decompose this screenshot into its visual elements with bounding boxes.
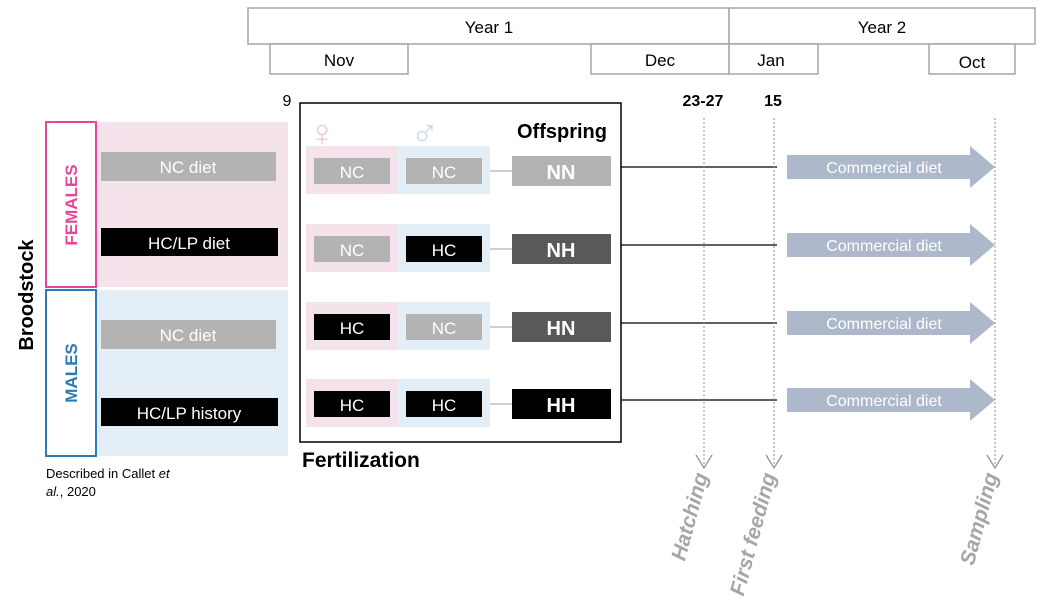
female-hc-diet-box: [101, 228, 278, 256]
female-parent-label: NC: [340, 163, 365, 182]
females-label: FEMALES: [62, 164, 81, 245]
commercial-diet-label: Commercial diet: [826, 238, 942, 255]
females-background: [96, 122, 288, 287]
female-parent-chip: [314, 314, 390, 340]
female-parent-chip: [314, 158, 390, 184]
male-parent-chip: [406, 158, 482, 184]
offspring-chip: [512, 234, 611, 264]
female-nc-diet-box: [101, 152, 276, 181]
growth-lines: [621, 166, 777, 401]
commercial-diet-label: Commercial diet: [826, 316, 942, 333]
broodstock-panel: Broodstock FEMALES MALES NC diet HC/LP d…: [16, 121, 288, 499]
citation-note-line1: Described in Callet et: [46, 466, 171, 481]
month-jan-box: [728, 43, 819, 75]
female-hc-diet-label: HC/LP diet: [148, 234, 230, 253]
male-parent-chip: [406, 391, 482, 417]
female-parent-label: HC: [340, 319, 365, 338]
sampling-arrowhead: [986, 454, 1004, 470]
female-parent-chip: [314, 236, 390, 262]
male-parent-label: NC: [432, 319, 457, 338]
day-9-label: 9: [283, 93, 292, 110]
fertilization-title: Fertilization: [302, 449, 420, 472]
offspring-label: NH: [547, 240, 576, 262]
month-oct-box: [928, 43, 1016, 75]
male-hc-history-label: HC/LP history: [137, 404, 242, 423]
male-parent-label: HC: [432, 396, 457, 415]
citation-note-line2: al., 2020: [46, 484, 96, 499]
males-label-box: [45, 289, 97, 457]
cross-row: NC NC NN: [306, 146, 611, 194]
commercial-diet-arrow-shape: [787, 224, 995, 266]
cross-row: HC HC HH: [306, 379, 611, 427]
males-label: MALES: [62, 343, 81, 403]
offspring-label: HH: [547, 395, 576, 417]
male-nc-diet-box: [101, 320, 276, 349]
male-hc-history-box: [101, 398, 278, 426]
fertilization-box: [299, 102, 622, 443]
year2-label: Year 2: [858, 18, 907, 37]
commercial-diet-arrow-shape: [787, 302, 995, 344]
crosses-group: NC NC NN NC HC NH HC NC HN HC HC HH: [306, 146, 611, 427]
females-label-box: [45, 121, 97, 288]
sampling-label: Sampling: [956, 470, 1003, 567]
month-nov-box: [269, 43, 409, 75]
female-parent-label: NC: [340, 241, 365, 260]
male-nc-diet-label: NC diet: [160, 326, 217, 345]
cross-row: NC HC NH: [306, 224, 611, 272]
offspring-label: HN: [547, 318, 576, 340]
year1-box: [247, 7, 730, 45]
hatching-arrowhead: [695, 454, 713, 470]
first-feeding-arrowhead: [765, 454, 783, 470]
commercial-diet-label: Commercial diet: [826, 393, 942, 410]
female-parent-chip: [314, 391, 390, 417]
month-dec-label: Dec: [645, 51, 676, 70]
year1-label: Year 1: [465, 18, 514, 37]
male-parent-label: NC: [432, 163, 457, 182]
commercial-diet-arrow-shape: [787, 146, 995, 188]
commercial-diet-arrow-shape: [787, 379, 995, 421]
hatching-label: Hatching: [667, 470, 713, 563]
month-nov-label: Nov: [324, 51, 355, 70]
year2-box: [728, 7, 1036, 45]
broodstock-title: Broodstock: [16, 239, 38, 351]
month-oct-label: Oct: [959, 53, 986, 72]
female-nc-diet-label: NC diet: [160, 158, 217, 177]
offspring-chip: [512, 389, 611, 419]
event-markers: Hatching First feeding Sampling: [667, 118, 1004, 598]
male-parent-chip: [406, 314, 482, 340]
commercial-diet-arrow: Commercial diet: [787, 146, 995, 188]
male-parent-label: HC: [432, 241, 457, 260]
offspring-chip: [512, 312, 611, 342]
commercial-diet-arrow: Commercial diet: [787, 379, 995, 421]
male-parent-chip: [406, 236, 482, 262]
offspring-label: Offspring: [517, 121, 607, 143]
first-feeding-label: First feeding: [726, 470, 781, 598]
commercial-diet-arrow: Commercial diet: [787, 224, 995, 266]
offspring-label: NN: [547, 162, 576, 184]
cross-row: HC NC HN: [306, 302, 611, 350]
day-23-27-label: 23-27: [683, 93, 724, 110]
commercial-diet-arrow: Commercial diet: [787, 302, 995, 344]
female-parent-label: HC: [340, 396, 365, 415]
month-jan-label: Jan: [757, 51, 784, 70]
day-15-label: 15: [764, 93, 782, 110]
timeline: Year 1 Year 2 Nov Dec Jan Oct 9 23-27 15: [247, 7, 1036, 110]
offspring-chip: [512, 156, 611, 186]
commercial-diet-label: Commercial diet: [826, 160, 942, 177]
